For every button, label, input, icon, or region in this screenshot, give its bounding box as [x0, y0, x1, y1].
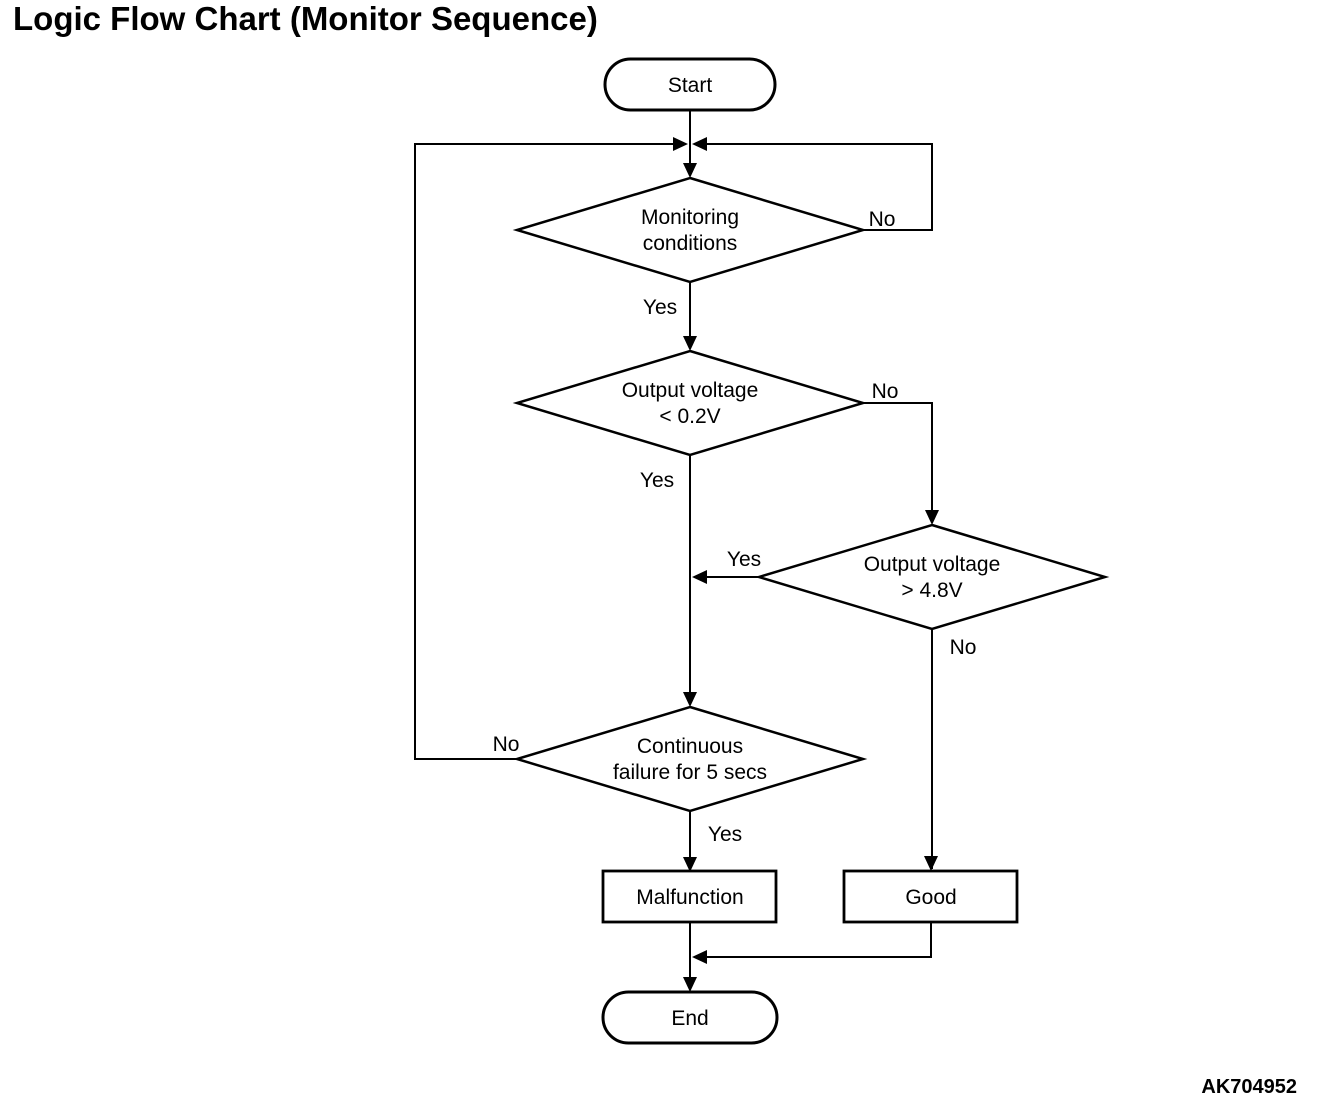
arrowhead-down — [924, 856, 938, 871]
output-voltage-low-label-line1: Output voltage — [622, 379, 759, 402]
arrowhead-down — [683, 857, 697, 872]
start-shape — [603, 57, 777, 112]
monitoring-conditions-label-line2: conditions — [643, 232, 738, 255]
node-malfunction: Malfunction — [601, 869, 778, 924]
edge-label-failure-yes: Yes — [708, 823, 742, 846]
edge-voltage-low-no — [863, 402, 933, 523]
malfunction-label: Malfunction — [636, 886, 743, 909]
node-end: End — [601, 990, 779, 1045]
figure-code: AK704952 — [1201, 1076, 1297, 1098]
edge-label-voltage-low-yes: Yes — [640, 469, 674, 492]
arrowheads — [673, 137, 939, 992]
node-output-voltage-low: Output voltage < 0.2V — [512, 349, 868, 457]
edge-label-voltage-low-no: No — [872, 380, 899, 403]
edge-failure-no-loop — [414, 143, 684, 760]
edge-label-voltage-high-yes: Yes — [727, 548, 761, 571]
end-shape — [601, 990, 779, 1045]
edge-label-failure-no: No — [493, 733, 520, 756]
edges — [414, 110, 933, 990]
arrowhead-left — [692, 570, 707, 584]
monitoring-conditions-label-line1: Monitoring — [641, 206, 739, 229]
output-voltage-high-label-line2: > 4.8V — [901, 579, 962, 602]
page-title: Logic Flow Chart (Monitor Sequence) — [13, 0, 598, 37]
arrowhead-down — [683, 692, 697, 707]
arrowhead-down — [925, 510, 939, 525]
node-good: Good — [842, 869, 1019, 924]
edge-good-to-merge — [694, 922, 932, 958]
continuous-failure-label-line2: failure for 5 secs — [613, 761, 767, 784]
good-shape — [842, 869, 1019, 924]
continuous-failure-shape — [512, 705, 868, 813]
node-output-voltage-high: Output voltage > 4.8V — [754, 523, 1110, 631]
output-voltage-low-shape — [512, 349, 868, 457]
arrowhead-left — [692, 950, 707, 964]
output-voltage-low-label-line2: < 0.2V — [659, 405, 720, 428]
nodes: Start Monitoring conditions Output volta… — [512, 57, 1110, 1045]
output-voltage-high-label-line1: Output voltage — [864, 553, 1001, 576]
good-label: Good — [905, 886, 956, 909]
arrowhead-down — [683, 163, 697, 178]
monitoring-conditions-shape — [512, 176, 868, 284]
start-label: Start — [668, 74, 713, 97]
edge-labels: Yes No Yes No Yes No Yes No — [493, 208, 977, 846]
arrowhead-down — [683, 977, 697, 992]
end-label: End — [671, 1007, 708, 1030]
edge-label-voltage-high-no: No — [950, 636, 977, 659]
arrowhead-right — [673, 137, 688, 151]
edge-label-monitoring-yes: Yes — [643, 296, 677, 319]
edge-label-monitoring-no: No — [869, 208, 896, 231]
malfunction-shape — [601, 869, 778, 924]
arrowhead-left — [692, 137, 707, 151]
node-continuous-failure: Continuous failure for 5 secs — [512, 705, 868, 813]
output-voltage-high-shape — [754, 523, 1110, 631]
edge-monitoring-no-loop — [696, 143, 933, 231]
arrowhead-down — [683, 336, 697, 351]
node-monitoring-conditions: Monitoring conditions — [512, 176, 868, 284]
continuous-failure-label-line1: Continuous — [637, 735, 743, 758]
node-start: Start — [603, 57, 777, 112]
